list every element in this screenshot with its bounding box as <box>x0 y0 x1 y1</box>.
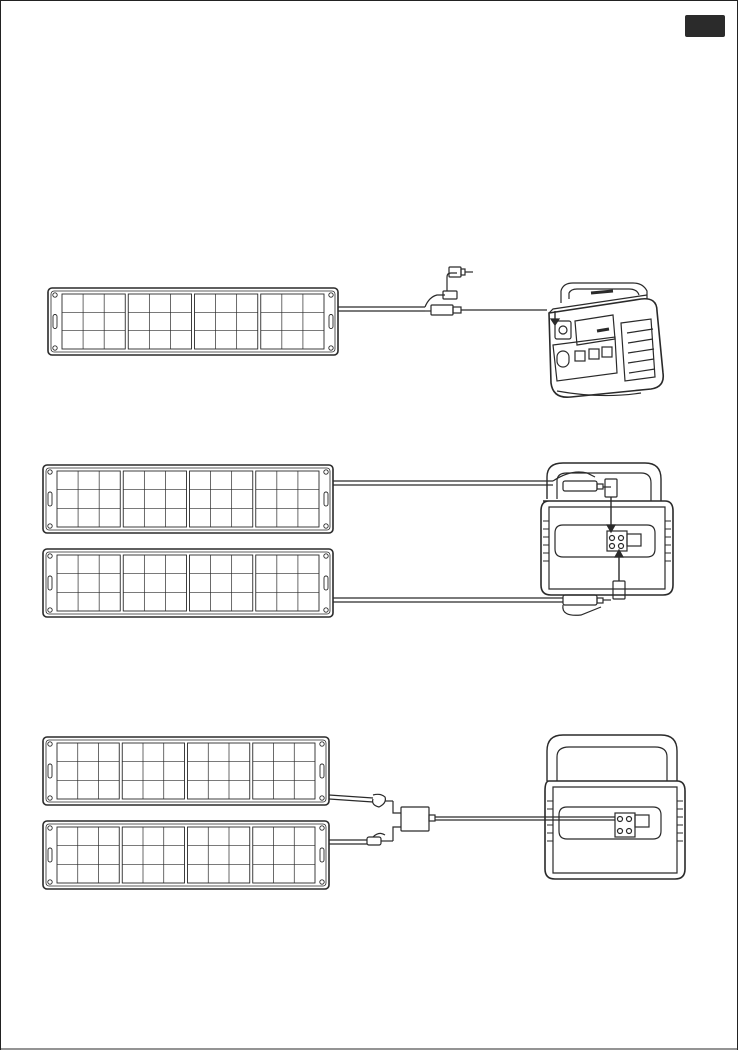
diagram-1 <box>48 267 663 397</box>
connector-icon <box>431 267 547 315</box>
diagram-2 <box>43 463 673 617</box>
solar-panel-icon <box>43 821 329 889</box>
power-station-icon <box>549 283 663 397</box>
solar-panel-icon <box>48 288 338 355</box>
solar-panel-icon <box>43 549 333 617</box>
cable-1 <box>338 295 445 311</box>
parallel-adapter-icon <box>401 807 615 831</box>
diagram-3 <box>43 735 685 889</box>
power-station-icon <box>545 735 685 879</box>
cable-3 <box>329 794 401 845</box>
power-station-icon <box>541 463 673 615</box>
solar-panel-icon <box>43 737 329 805</box>
solar-panel-icon <box>43 465 333 533</box>
cable-2 <box>333 481 563 602</box>
